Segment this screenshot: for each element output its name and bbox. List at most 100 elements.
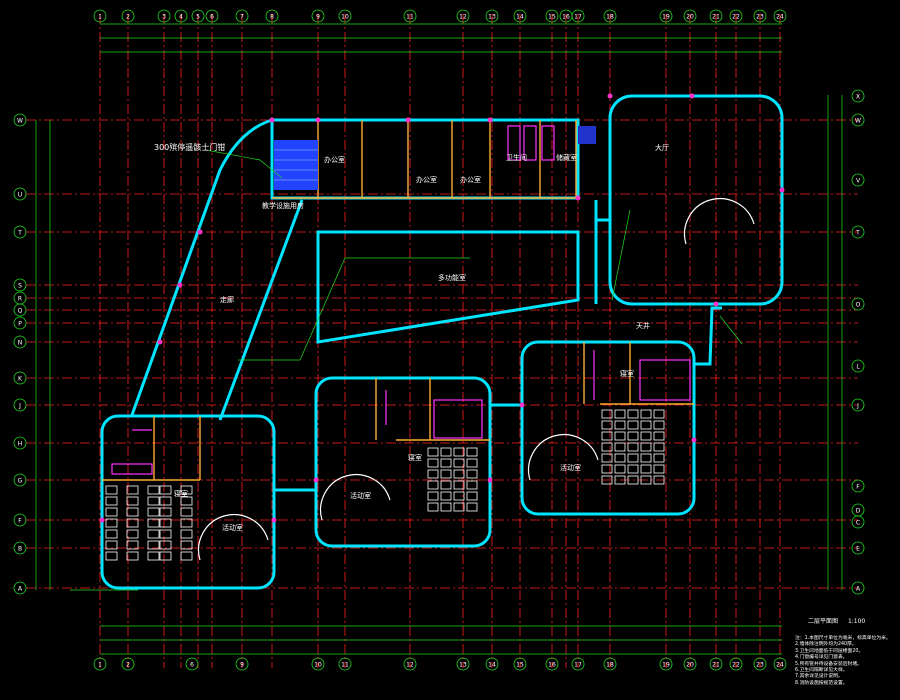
top-axis-bubble: 3 bbox=[157, 9, 171, 23]
left-axis-bubble: Q bbox=[13, 303, 27, 317]
bottom-axis-bubble: 18 bbox=[603, 657, 617, 671]
svg-text:9: 9 bbox=[316, 14, 320, 21]
top-axis-bubble: 13 bbox=[485, 9, 499, 23]
bed bbox=[147, 496, 160, 506]
left-axis-bubble: W bbox=[13, 113, 27, 127]
bed bbox=[627, 453, 639, 463]
bed bbox=[614, 431, 626, 441]
bed bbox=[105, 485, 118, 495]
svg-text:14: 14 bbox=[488, 662, 496, 669]
office-label-1: 办公室 bbox=[324, 155, 345, 164]
bed bbox=[466, 480, 478, 490]
svg-text:Q: Q bbox=[18, 308, 23, 315]
svg-text:10: 10 bbox=[341, 14, 349, 21]
bed bbox=[427, 458, 439, 468]
stage-arcs bbox=[197, 198, 755, 561]
equipment-box bbox=[578, 126, 596, 144]
bed bbox=[126, 496, 139, 506]
bed bbox=[614, 453, 626, 463]
bed bbox=[147, 540, 160, 550]
bottom-axis-bubble: 6 bbox=[185, 657, 199, 671]
right-axis-bubble: L bbox=[851, 359, 865, 373]
activity-label-3: 活动室 bbox=[560, 463, 581, 472]
bedroom-label-2: 寝室 bbox=[408, 453, 422, 462]
bed bbox=[159, 540, 172, 550]
horizontal-grid-lines bbox=[26, 119, 858, 589]
bed bbox=[440, 480, 452, 490]
bed bbox=[453, 480, 465, 490]
bed bbox=[440, 502, 452, 512]
svg-text:3: 3 bbox=[162, 14, 166, 21]
left-axis-bubble: K bbox=[13, 371, 27, 385]
left-axis-bubble: S bbox=[13, 278, 27, 292]
left-axis-bubble: J bbox=[13, 398, 27, 412]
left-axis-bubble: B bbox=[13, 541, 27, 555]
bottom-axis-bubble: 19 bbox=[659, 657, 673, 671]
svg-text:14: 14 bbox=[516, 14, 524, 21]
top-axis-bubble: 7 bbox=[235, 9, 249, 23]
stair-hatch-icon bbox=[274, 140, 318, 190]
svg-text:K: K bbox=[18, 376, 23, 383]
svg-text:R: R bbox=[18, 296, 22, 303]
stair-note: 300殡停遥骸士门钳 bbox=[154, 142, 225, 152]
bed bbox=[180, 529, 193, 539]
bed bbox=[601, 442, 613, 452]
svg-text:20: 20 bbox=[686, 662, 694, 669]
corridor-label: 走廊 bbox=[220, 295, 234, 304]
bed bbox=[427, 491, 439, 501]
bed bbox=[453, 491, 465, 501]
bed bbox=[627, 409, 639, 419]
bed bbox=[159, 507, 172, 517]
svg-text:4: 4 bbox=[179, 14, 183, 21]
bed bbox=[640, 453, 652, 463]
left-axis-bubble: G bbox=[13, 473, 27, 487]
right-axis-bubble: V bbox=[851, 173, 865, 187]
note-line: 5.所有管井待设备安装后封堵。 bbox=[795, 661, 862, 667]
bed bbox=[105, 540, 118, 550]
svg-text:T: T bbox=[17, 230, 22, 237]
note-line: 6.卫生间隔断详见大样。 bbox=[795, 668, 848, 674]
svg-text:J: J bbox=[856, 403, 859, 410]
svg-text:21: 21 bbox=[712, 662, 720, 669]
svg-text:1: 1 bbox=[98, 14, 102, 21]
svg-text:1: 1 bbox=[98, 662, 102, 669]
bottom-axis-bubble: 24 bbox=[773, 657, 787, 671]
bed bbox=[147, 485, 160, 495]
bed bbox=[653, 420, 665, 430]
bottom-axis-bubble: 21 bbox=[709, 657, 723, 671]
partitions bbox=[102, 120, 694, 481]
bottom-axis-bubble: 14 bbox=[485, 657, 499, 671]
svg-text:11: 11 bbox=[341, 662, 349, 669]
bed bbox=[180, 496, 193, 506]
bed bbox=[466, 447, 478, 457]
note-line: 8.消防设施按规范设置。 bbox=[795, 680, 848, 686]
room-labels: 300殡停遥骸士门钳 办公室 办公室 办公室 大厅 多功能室 走廊 活动室 活动… bbox=[154, 142, 669, 532]
teacher-label: 教学设施用房 bbox=[262, 201, 304, 210]
left-axis-bubble: R bbox=[13, 291, 27, 305]
bed bbox=[159, 551, 172, 561]
right-axis-bubble: F bbox=[851, 479, 865, 493]
top-axis-bubble: 18 bbox=[603, 9, 617, 23]
bedroom-label-3: 寝室 bbox=[620, 369, 634, 378]
svg-text:2: 2 bbox=[126, 662, 130, 669]
bottom-axis-bubble: 9 bbox=[235, 657, 249, 671]
bed bbox=[440, 491, 452, 501]
bed bbox=[105, 529, 118, 539]
right-axis-bubble: W bbox=[851, 113, 865, 127]
bottom-axis-bubble: 1 bbox=[93, 657, 107, 671]
bed bbox=[159, 485, 172, 495]
svg-text:J: J bbox=[18, 403, 21, 410]
svg-text:11: 11 bbox=[406, 14, 414, 21]
bed bbox=[601, 409, 613, 419]
top-axis-bubble: 19 bbox=[659, 9, 673, 23]
svg-text:W: W bbox=[855, 118, 861, 125]
bed bbox=[159, 496, 172, 506]
bed bbox=[147, 507, 160, 517]
svg-text:L: L bbox=[856, 364, 860, 371]
bed bbox=[466, 491, 478, 501]
bed bbox=[653, 431, 665, 441]
top-axis-bubble: 10 bbox=[338, 9, 352, 23]
svg-text:16: 16 bbox=[548, 662, 556, 669]
top-axis-bubble: 5 bbox=[191, 9, 205, 23]
